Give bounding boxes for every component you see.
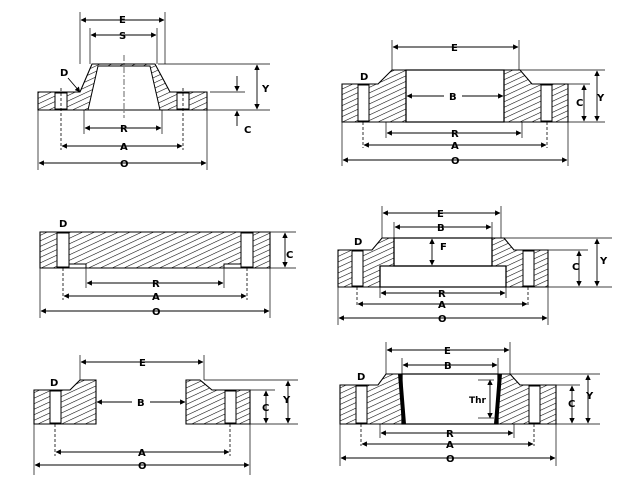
figure-threaded: E B D Thr C Y R A O [339, 342, 600, 466]
dim-label-O: O [138, 461, 147, 472]
threaded-right-half [497, 373, 557, 425]
threaded-thread-left [398, 374, 406, 424]
dim-label-A: A [138, 448, 146, 459]
dim-label-D: D [59, 219, 67, 230]
blind-bolt-hole-right [240, 232, 254, 268]
figure-blind: D C R A O [39, 219, 296, 318]
dim-label-Y: Y [282, 395, 291, 406]
dim-label-C: C [262, 403, 269, 414]
blind-body [39, 231, 271, 269]
figure-lap-joint: E D B C Y A O [33, 355, 298, 475]
dim-label-D: D [357, 372, 365, 383]
dim-label-A: A [152, 292, 160, 303]
dim-label-D: D [354, 237, 362, 248]
dim-label-E: E [444, 346, 451, 357]
figure-socket-weld: E B D F C Y R A O [337, 206, 612, 325]
dim-label-R: R [446, 429, 454, 440]
dim-label-Y: Y [596, 93, 605, 104]
lap-joint-bolt-hole-left [49, 390, 62, 424]
dim-label-B: B [449, 92, 457, 103]
dim-label-O: O [438, 314, 447, 325]
dim-label-C: C [568, 399, 575, 410]
dim-label-B: B [444, 361, 452, 372]
socket-weld-bolt-hole-left [351, 250, 364, 287]
dim-label-E: E [451, 43, 458, 54]
dim-label-E: E [437, 209, 444, 220]
threaded-bolt-hole-right [528, 385, 541, 424]
socket-weld-bolt-hole-right [522, 250, 535, 287]
figure-weld-neck: E S D Y C R A O [37, 12, 270, 170]
threaded-bolt-hole-left [355, 385, 368, 424]
dim-label-C: C [572, 262, 579, 273]
dim-label-B: B [137, 398, 145, 409]
socket-weld-right-half [491, 237, 549, 288]
slip-on-left-half [341, 69, 407, 123]
dim-label-R: R [438, 289, 446, 300]
dim-label-C: C [286, 250, 293, 261]
lap-joint-bolt-hole-right [224, 390, 237, 424]
lap-joint-left-half [33, 379, 97, 425]
dim-label-D: D [50, 378, 58, 389]
dim-label-E: E [139, 358, 146, 369]
dim-label-A: A [120, 142, 128, 153]
dim-label-C: C [244, 125, 251, 136]
dim-label-A: A [451, 141, 459, 152]
threaded-left-half [339, 373, 403, 425]
dim-label-Y: Y [261, 84, 270, 95]
dim-label-O: O [152, 307, 161, 318]
dim-label-R: R [152, 279, 160, 290]
dim-label-D: D [360, 72, 368, 83]
dim-label-O: O [451, 156, 460, 167]
dim-label-R: R [451, 129, 459, 140]
dim-label-O: O [446, 454, 455, 465]
lap-joint-right-half [185, 379, 251, 425]
dim-label-Y: Y [585, 391, 594, 402]
figure-slip-on: E D B C Y R A O [341, 40, 605, 167]
dim-label-A: A [438, 300, 446, 311]
slip-on-bolt-hole-left [357, 84, 370, 122]
dim-label-D: D [60, 68, 68, 79]
slip-on-bolt-hole-right [540, 84, 553, 122]
blind-bolt-hole-left [56, 232, 70, 268]
dim-label-O: O [120, 159, 129, 170]
dim-label-A: A [446, 440, 454, 451]
socket-weld-left-half [337, 237, 395, 288]
dim-label-F: F [440, 242, 447, 253]
dim-label-thr: Thr [469, 396, 487, 406]
dim-label-E: E [119, 15, 126, 26]
dim-label-R: R [120, 124, 128, 135]
threaded-thread-right [494, 374, 502, 424]
dim-label-S: S [119, 31, 126, 42]
slip-on-right-half [503, 69, 569, 123]
dim-label-B: B [437, 223, 445, 234]
dim-label-C: C [576, 98, 583, 109]
dim-label-Y: Y [599, 256, 608, 267]
